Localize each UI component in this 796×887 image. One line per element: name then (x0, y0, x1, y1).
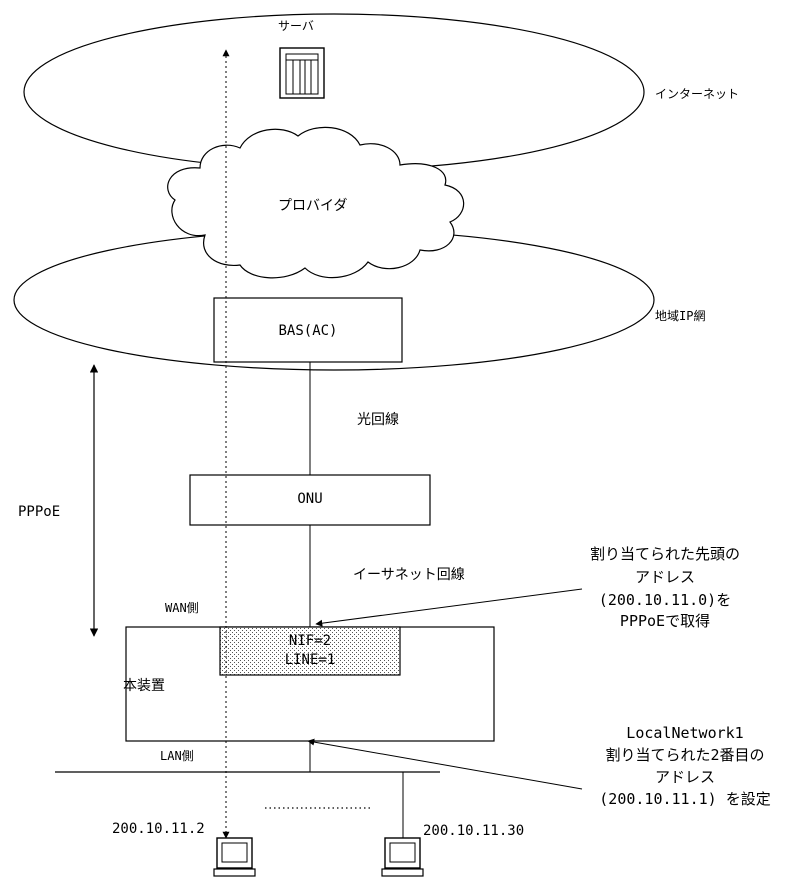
lan-note-line: LocalNetwork1 (626, 724, 743, 742)
host1-ip-label: 200.10.11.2 (112, 821, 205, 837)
ethernet-line-label: イーサネット回線 (353, 567, 465, 583)
lan-side-label: LAN側 (160, 749, 194, 763)
lan-note-line: 割り当てられた2番目の (605, 746, 764, 764)
fiber-line-label: 光回線 (357, 412, 399, 428)
interface-box (219, 626, 401, 676)
wan-note-line: PPPoEで取得 (620, 612, 710, 630)
nif-label: NIF=2 (289, 633, 331, 649)
onu-label: ONU (297, 491, 322, 507)
host2-pc-icon (381, 837, 424, 877)
host2-ip-label: 200.10.11.30 (423, 823, 524, 839)
device-label: 本装置 (123, 678, 165, 694)
wan-note-arrow (315, 588, 583, 627)
server-icon (279, 47, 325, 99)
internet-label: インターネット (655, 87, 739, 101)
lan-note-line: アドレス (655, 768, 715, 786)
server-label: サーバ (278, 19, 314, 33)
wan-note-line: アドレス (635, 568, 695, 586)
regional-ip-label: 地域IP網 (655, 309, 705, 323)
bas-box (213, 297, 403, 363)
provider-label: プロバイダ (278, 198, 347, 214)
lan-note-arrow (307, 738, 583, 790)
pppoe-label: PPPoE (18, 504, 60, 520)
bas-label: BAS(AC) (278, 323, 337, 339)
line-label: LINE=1 (285, 652, 336, 668)
wan-note-line: (200.10.11.0)を (599, 591, 731, 609)
host1-pc-icon (213, 837, 256, 877)
wan-address-note: 割り当てられた先頭の アドレス (200.10.11.0)を PPPoEで取得 (590, 545, 740, 630)
lan-note-line: (200.10.11.1) を設定 (599, 790, 770, 808)
wan-side-label: WAN側 (165, 601, 199, 615)
provider-cloud (167, 126, 465, 279)
lan-address-note: LocalNetwork1 割り当てられた2番目の アドレス (200.10.1… (599, 724, 770, 808)
wan-note-line: 割り当てられた先頭の (590, 545, 740, 563)
